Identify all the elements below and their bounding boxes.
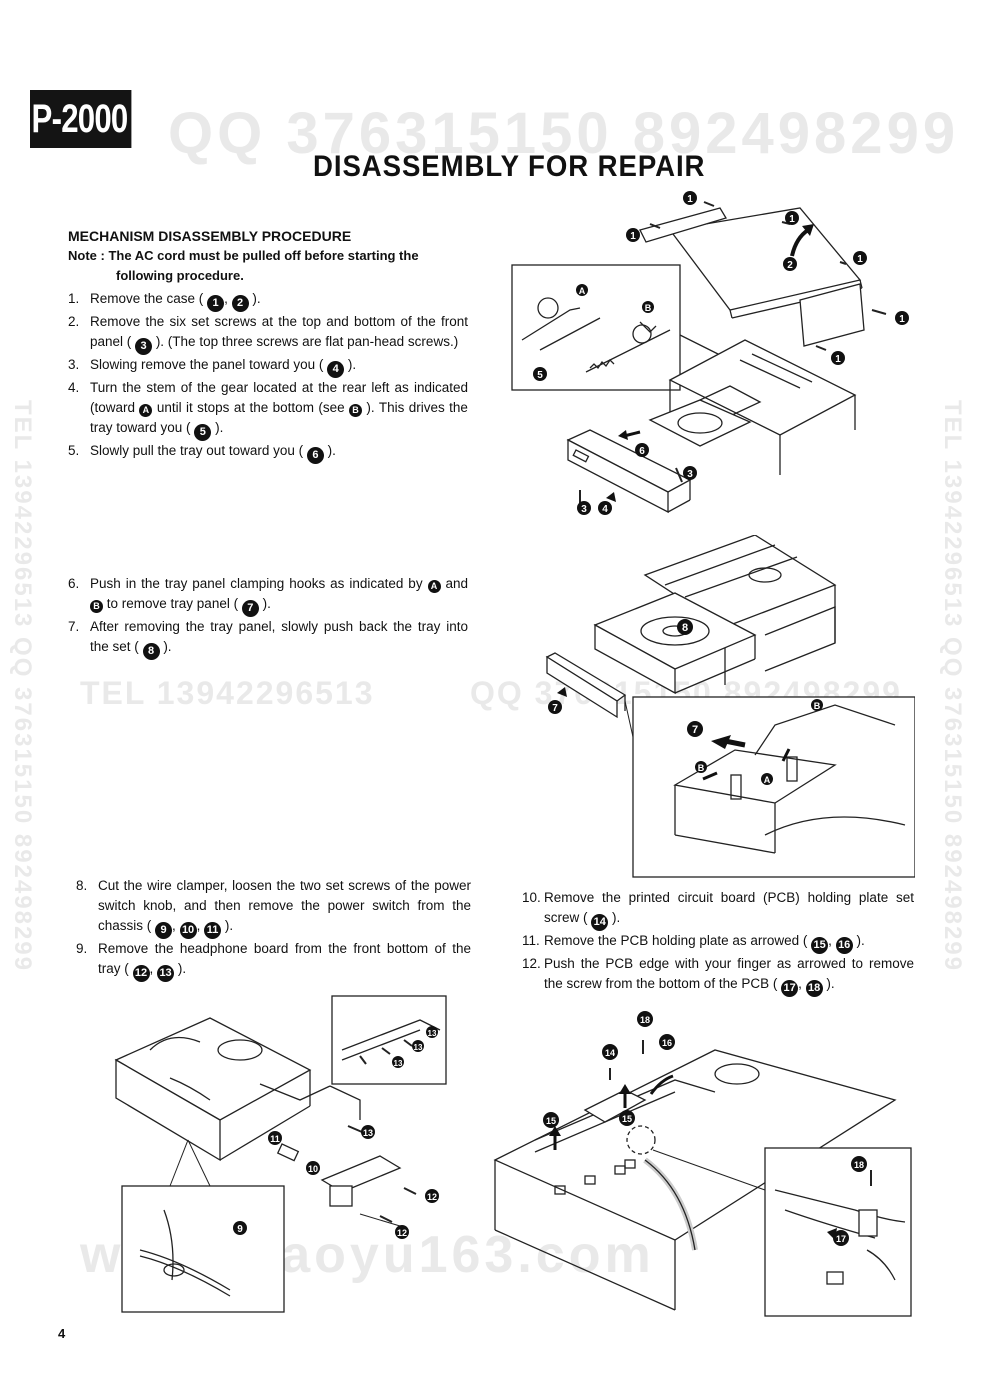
- d1-marker-6: 6: [639, 446, 645, 457]
- diagram-power-switch: [114, 995, 447, 1313]
- d2-marker-7a: 7: [552, 703, 558, 714]
- d1-marker-1f: 1: [835, 354, 841, 365]
- steps-10-12: 10. Remove the printed circuit board (PC…: [522, 888, 914, 997]
- step-6: 6. Push in the tray panel clamping hooks…: [68, 574, 468, 617]
- marker-15: 15: [811, 937, 829, 954]
- d3-marker-13d: 13: [394, 1059, 403, 1068]
- marker-9: 9: [155, 922, 173, 939]
- d1-marker-a: A: [579, 286, 586, 296]
- d1-marker-1b: 1: [630, 231, 636, 242]
- d2-marker-7b: 7: [692, 724, 698, 736]
- steps-1-5: 1. Remove the case ( 1, 2 ). 2. Remove t…: [68, 289, 468, 464]
- step-3: 3. Slowing remove the panel toward you (…: [68, 355, 468, 378]
- step-2: 2. Remove the six set screws at the top …: [68, 312, 468, 355]
- step-5: 5. Slowly pull the tray out toward you (…: [68, 441, 468, 464]
- marker-12: 12: [132, 965, 150, 982]
- step-7: 7. After removing the tray panel, slowly…: [68, 617, 468, 660]
- d1-marker-1c: 1: [789, 214, 795, 225]
- d3-marker-11: 11: [270, 1134, 280, 1144]
- d1-marker-3a: 3: [687, 469, 693, 480]
- marker-b: B: [90, 600, 103, 613]
- marker-17: 17: [781, 980, 799, 997]
- step-1: 1. Remove the case ( 1, 2 ).: [68, 289, 468, 312]
- marker-5: 5: [194, 424, 212, 441]
- d4-marker-14: 14: [605, 1048, 615, 1058]
- note: Note : The AC cord must be pulled off be…: [68, 246, 478, 286]
- marker-4: 4: [327, 361, 345, 378]
- marker-a: A: [427, 580, 441, 593]
- d4-marker-18b: 18: [854, 1160, 864, 1170]
- d1-marker-2: 2: [787, 260, 793, 271]
- section-heading: MECHANISM DISASSEMBLY PROCEDURE: [68, 228, 352, 244]
- d1-marker-1e: 1: [899, 314, 905, 325]
- diagram-3-markers: 11 10 13 12 12 13 13 13 9: [233, 1026, 439, 1239]
- d2-marker-b1: B: [698, 763, 705, 773]
- marker-6: 6: [306, 447, 324, 464]
- step-11: 11. Remove the PCB holding plate as arro…: [522, 931, 914, 954]
- steps-6-7: 6. Push in the tray panel clamping hooks…: [68, 574, 468, 660]
- note-label: Note :: [68, 248, 105, 263]
- page-number: 4: [58, 1326, 66, 1341]
- marker-a: A: [139, 404, 153, 417]
- d3-marker-12b: 12: [397, 1228, 407, 1238]
- marker-13: 13: [157, 965, 175, 982]
- marker-1: 1: [207, 295, 225, 312]
- page-title: DISASSEMBLY FOR REPAIR: [313, 150, 706, 183]
- d2-marker-b2: B: [814, 701, 821, 711]
- marker-b: B: [349, 404, 363, 417]
- diagram-1-markers: 1 1 1 1 1 1 2 A B 5 6 3 3 4: [533, 191, 909, 515]
- diagram-4-markers: 18 14 16 15 15 18 17: [543, 1011, 867, 1246]
- marker-8: 8: [142, 643, 160, 660]
- d1-marker-3b: 3: [581, 504, 587, 515]
- marker-3: 3: [135, 338, 153, 355]
- d3-marker-12a: 12: [427, 1192, 437, 1202]
- d4-marker-15a: 15: [546, 1116, 556, 1126]
- watermark-side-left: TEL 13942296513 QQ 376315150 892498299: [9, 400, 36, 972]
- step-10: 10. Remove the printed circuit board (PC…: [522, 888, 914, 931]
- watermark-side-right: TEL 13942296513 QQ 376315150 892498299: [939, 400, 966, 972]
- d3-marker-10: 10: [308, 1164, 318, 1174]
- marker-14: 14: [591, 914, 609, 931]
- marker-2: 2: [231, 295, 249, 312]
- marker-16: 16: [835, 937, 853, 954]
- diagram-case-removal: [511, 201, 887, 514]
- note-text-cont: following procedure.: [116, 268, 244, 283]
- d3-marker-13a: 13: [363, 1128, 373, 1138]
- watermark-qq-top: QQ 376315150 892498299: [168, 101, 960, 166]
- marker-11: 11: [204, 922, 222, 939]
- steps-8-9: 8. Cut the wire clamper, loosen the two …: [76, 876, 471, 982]
- step-12: 12. Push the PCB edge with your finger a…: [522, 954, 914, 997]
- step-8: 8. Cut the wire clamper, loosen the two …: [76, 876, 471, 939]
- marker-10: 10: [179, 922, 197, 939]
- d1-marker-b: B: [645, 303, 652, 313]
- d1-marker-4: 4: [602, 504, 608, 515]
- d3-marker-13b: 13: [428, 1029, 437, 1038]
- step-9: 9. Remove the headphone board from the f…: [76, 939, 471, 982]
- d4-marker-17: 17: [836, 1234, 846, 1244]
- d4-marker-18a: 18: [640, 1015, 650, 1025]
- d4-marker-15b: 15: [622, 1114, 632, 1124]
- diagram-pcb-plate: [493, 1040, 912, 1317]
- diagram-tray-panel: [545, 535, 915, 878]
- d2-marker-a: A: [764, 775, 771, 785]
- d3-marker-9: 9: [237, 1224, 243, 1235]
- d1-marker-5: 5: [537, 370, 543, 381]
- d3-marker-13c: 13: [414, 1043, 423, 1052]
- d4-marker-16: 16: [662, 1038, 672, 1048]
- marker-18: 18: [805, 980, 823, 997]
- step-4: 4. Turn the stem of the gear located at …: [68, 378, 468, 441]
- marker-7: 7: [241, 600, 259, 617]
- watermark-tel-mid: TEL 13942296513: [80, 675, 375, 711]
- d1-marker-1a: 1: [687, 194, 693, 205]
- diagram-2-markers: 8 7 7 B B A: [548, 619, 823, 785]
- d2-marker-8: 8: [682, 622, 688, 634]
- model-tab: P-2000: [30, 90, 132, 148]
- note-text: The AC cord must be pulled off before st…: [108, 248, 419, 263]
- d1-marker-1d: 1: [857, 254, 863, 265]
